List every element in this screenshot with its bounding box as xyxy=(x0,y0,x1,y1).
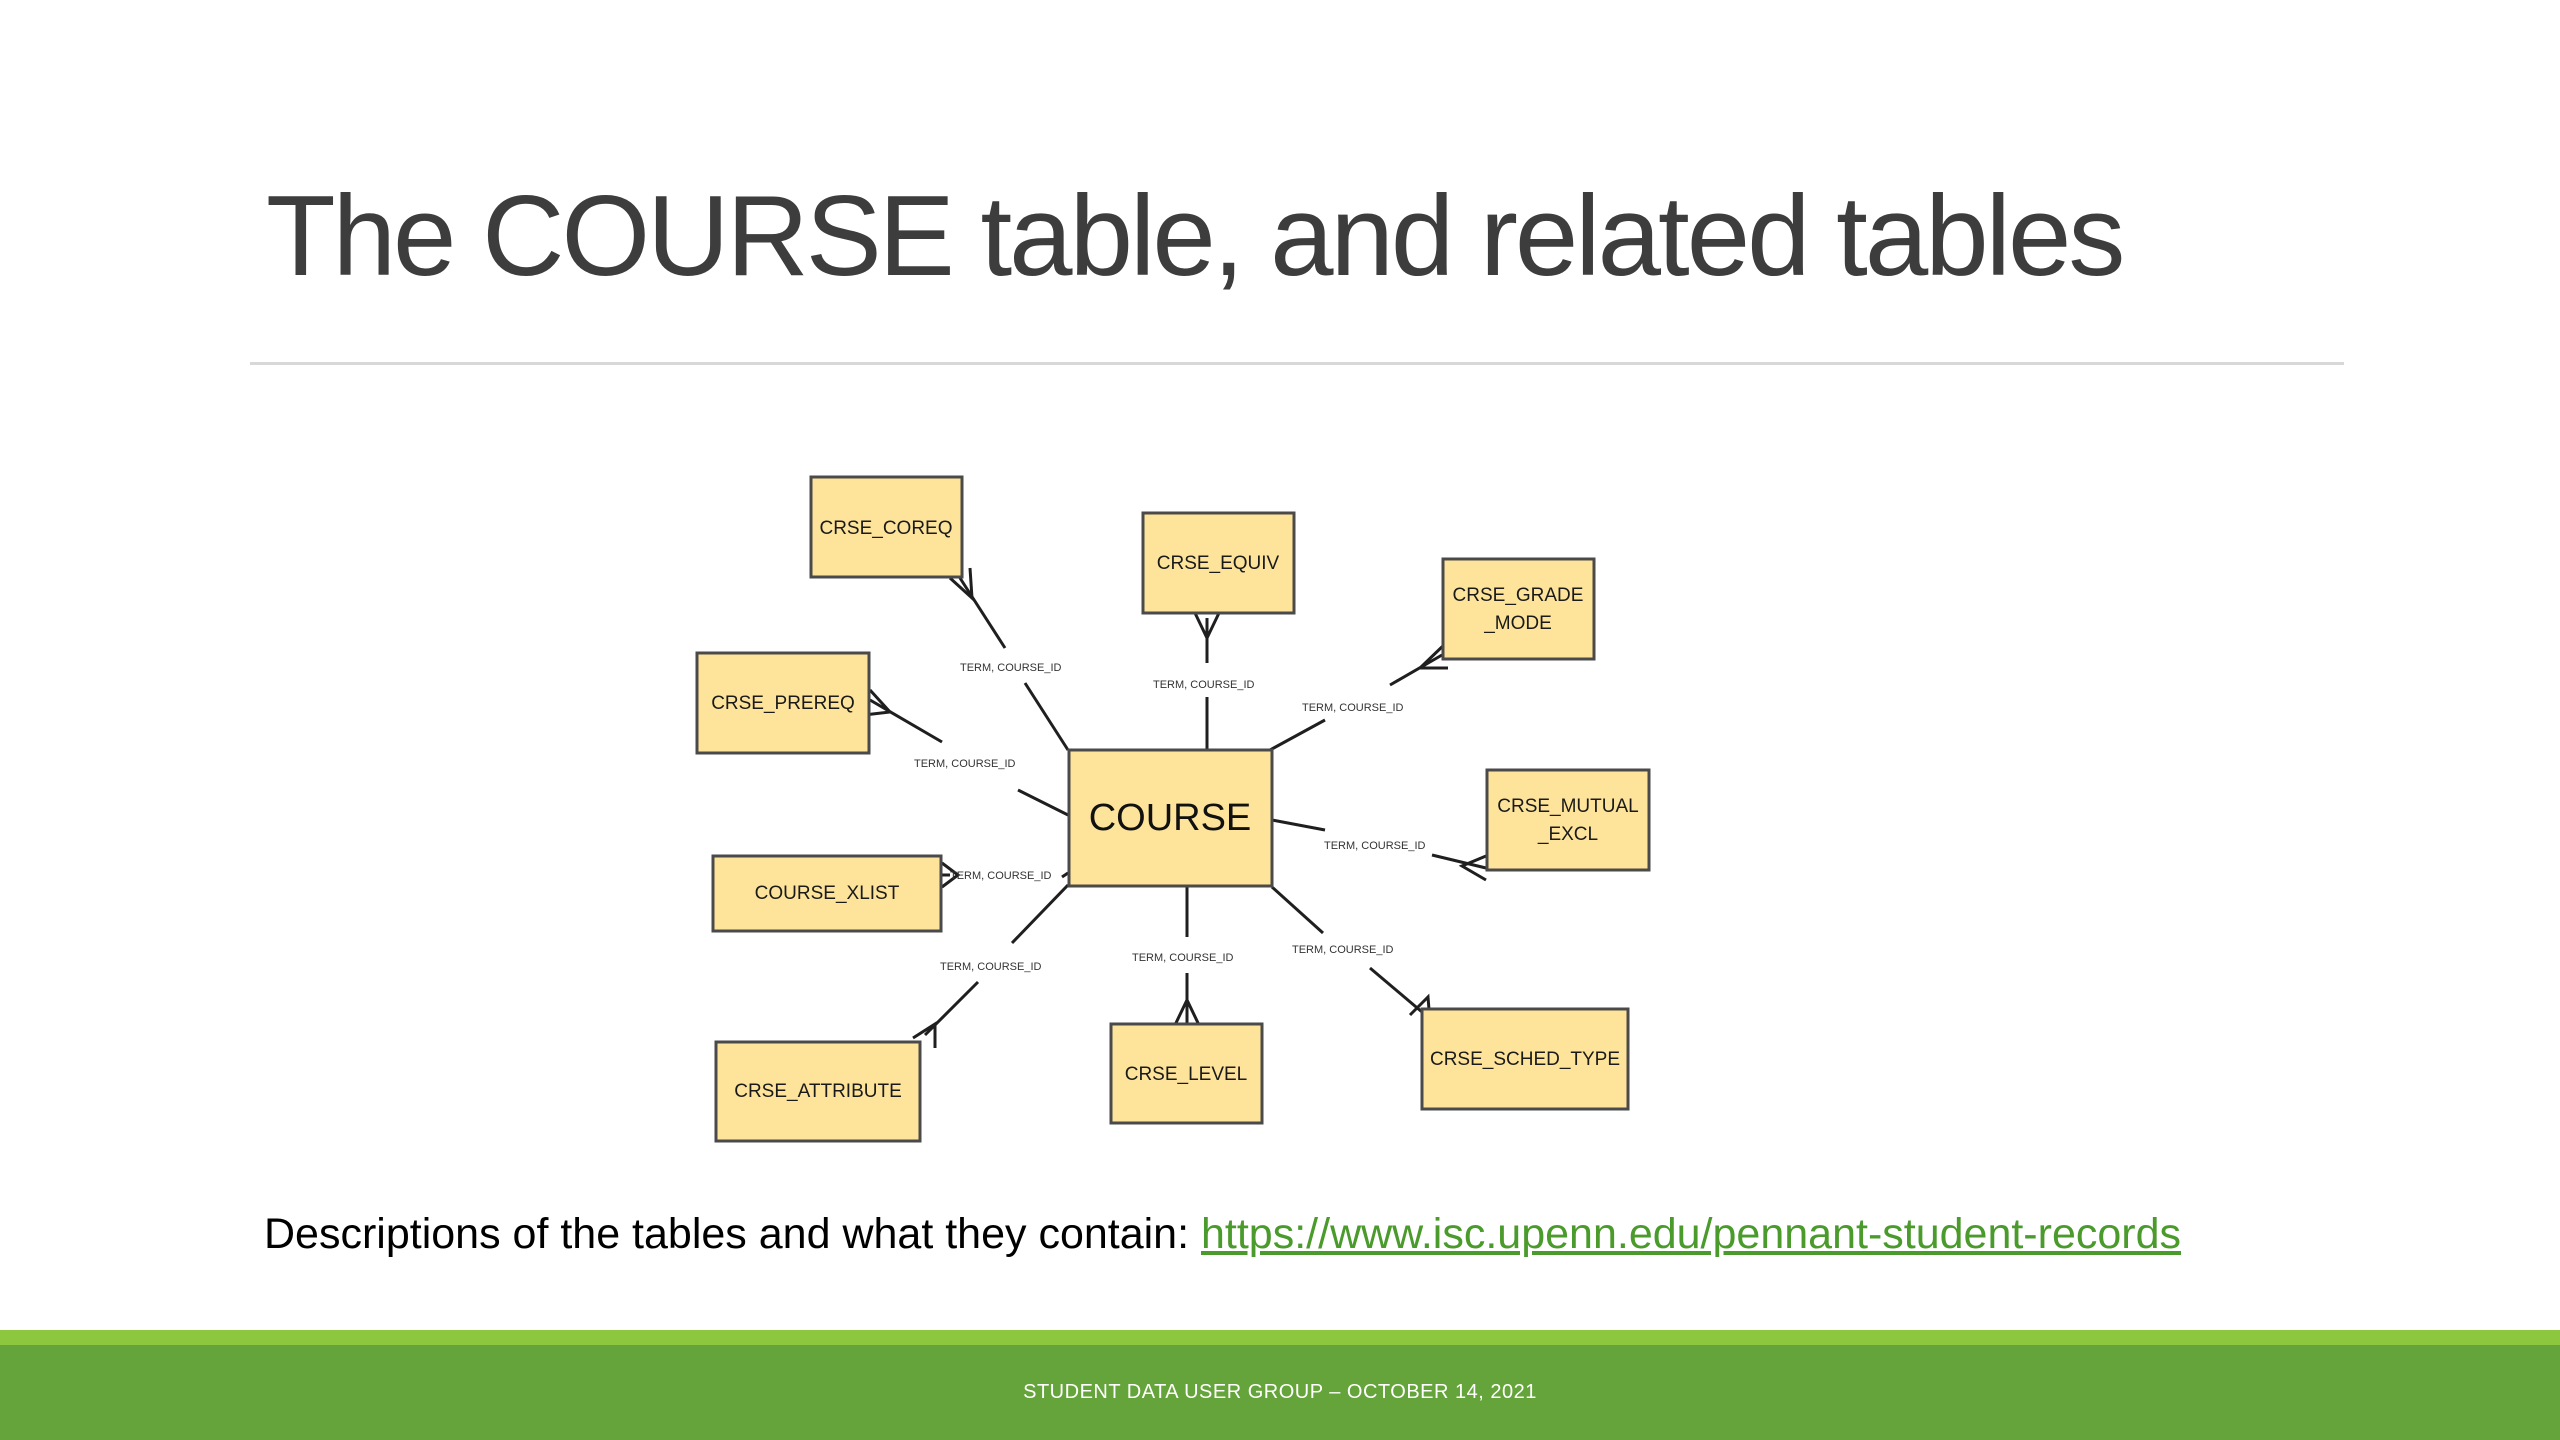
crowfoot-mutual-excl xyxy=(1458,854,1487,882)
crowfoot-grade-mode xyxy=(1416,641,1448,670)
table-box-coreq xyxy=(809,475,964,579)
table-label-sched-type: CRSE_SCHED_TYPE xyxy=(1430,1049,1620,1070)
crowfoot-coreq xyxy=(948,567,974,602)
connectors xyxy=(863,567,1487,1048)
table-label-grade-mode-1: CRSE_GRADE xyxy=(1453,585,1584,606)
connector-coreq xyxy=(1023,682,1070,751)
table-box-sched-type xyxy=(1420,1007,1630,1111)
relation-label: TERM, COURSE_ID xyxy=(914,758,1016,770)
crowfoot-equiv xyxy=(1193,612,1221,642)
relation-label: TERM, COURSE_ID xyxy=(1324,840,1426,852)
relation-label: TERM, COURSE_ID xyxy=(1292,944,1394,956)
connector-sched-type xyxy=(1270,885,1325,935)
table-label-course: COURSE xyxy=(1089,797,1252,839)
connector-prereq xyxy=(1017,788,1069,817)
table-label-mutual-excl-1: CRSE_MUTUAL xyxy=(1497,796,1638,817)
table-boxes: CRSE_COREQ CRSE_EQUIV CRSE_GRADE _MODE C… xyxy=(695,475,1651,1143)
table-box-level xyxy=(1109,1022,1264,1125)
crowfoot-attribute xyxy=(912,1021,937,1048)
relation-label: TERM, COURSE_ID xyxy=(940,961,1042,973)
connector-sched-type-crowfoot xyxy=(1369,966,1423,1014)
table-label-prereq: CRSE_PREREQ xyxy=(711,693,855,714)
connector-attribute xyxy=(1010,883,1070,945)
table-box-prereq xyxy=(695,651,871,755)
relation-label: TERM, COURSE_ID xyxy=(1302,702,1404,714)
relation-label: TERM, COURSE_ID xyxy=(950,870,1052,882)
connector-prereq-crowfoot xyxy=(869,698,943,744)
connector-grade-mode xyxy=(1269,718,1326,752)
crowfoot-prereq xyxy=(863,688,894,717)
title-divider xyxy=(250,362,2344,365)
table-label-attribute: CRSE_ATTRIBUTE xyxy=(734,1081,902,1102)
footer-accent-bar xyxy=(0,1330,2560,1345)
table-box-course xyxy=(1067,748,1274,888)
table-label-grade-mode-2: _MODE xyxy=(1483,613,1552,634)
table-label-equiv: CRSE_EQUIV xyxy=(1157,553,1280,574)
footer-bar: STUDENT DATA USER GROUP – OCTOBER 14, 20… xyxy=(0,1345,2560,1440)
table-box-attribute xyxy=(714,1040,922,1143)
connector-xlist xyxy=(1061,871,1069,879)
crowfoot-level xyxy=(1173,996,1201,1026)
connector-mutual-excl-crowfoot xyxy=(1431,853,1487,870)
table-box-xlist xyxy=(711,854,943,933)
relation-labels: TERM, COURSE_ID TERM, COURSE_ID TERM, CO… xyxy=(914,662,1426,973)
table-label-xlist: COURSE_XLIST xyxy=(755,883,900,904)
connector-grade-mode-crowfoot xyxy=(1389,653,1443,687)
table-box-equiv xyxy=(1141,511,1296,615)
table-label-mutual-excl-2: _EXCL xyxy=(1537,824,1598,845)
description-text: Descriptions of the tables and what they… xyxy=(264,1210,1190,1258)
table-box-mutual-excl xyxy=(1485,768,1651,872)
slide-title: The COURSE table, and related tables xyxy=(266,173,2125,300)
description-line: Descriptions of the tables and what they… xyxy=(264,1210,2181,1259)
records-link[interactable]: https://www.isc.upenn.edu/pennant-studen… xyxy=(1201,1210,2182,1258)
relation-label: TERM, COURSE_ID xyxy=(1153,679,1255,691)
table-label-level: CRSE_LEVEL xyxy=(1125,1064,1248,1085)
table-box-grade-mode xyxy=(1441,557,1596,661)
relation-label: TERM, COURSE_ID xyxy=(960,662,1062,674)
crowfoot-xlist xyxy=(941,861,961,889)
footer-text: STUDENT DATA USER GROUP – OCTOBER 14, 20… xyxy=(1023,1381,1537,1403)
table-label-coreq: CRSE_COREQ xyxy=(819,518,952,539)
relation-label: TERM, COURSE_ID xyxy=(1132,952,1234,964)
connector-coreq-crowfoot xyxy=(958,577,1007,649)
connector-mutual-excl xyxy=(1271,818,1326,832)
